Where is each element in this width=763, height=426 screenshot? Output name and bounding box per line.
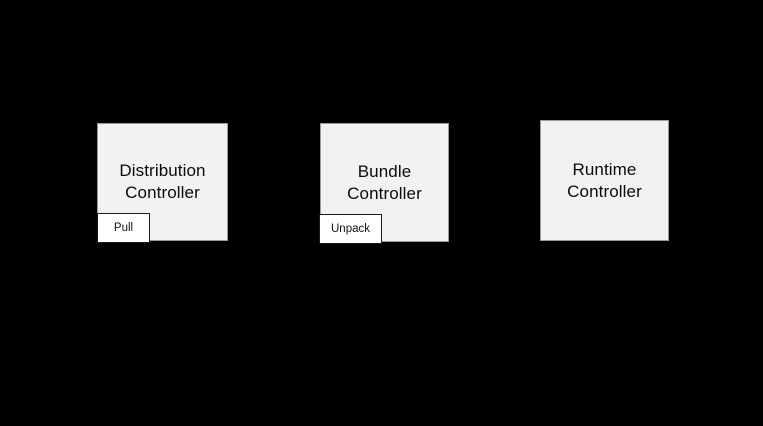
subbox-unpack-label: Unpack xyxy=(331,223,370,235)
node-runtime-controller-title-line2: Controller xyxy=(567,181,642,201)
node-bundle-controller-label: Bundle Controller xyxy=(321,124,448,241)
node-runtime-controller-label: Runtime Controller xyxy=(541,121,668,240)
node-distribution-controller-title-line2: Controller xyxy=(125,183,200,202)
node-distribution-controller-title-line1: Distribution xyxy=(119,161,206,180)
node-bundle-controller-title-line1: Bundle xyxy=(357,161,412,181)
node-distribution-controller-label: Distribution Controller xyxy=(98,124,227,240)
subbox-pull[interactable]: Pull xyxy=(97,213,150,243)
subbox-pull-label: Pull xyxy=(113,222,134,234)
node-runtime-controller[interactable]: Runtime Controller xyxy=(540,120,669,241)
node-runtime-controller-title-line1: Runtime xyxy=(572,159,637,179)
node-bundle-controller-title-line2: Controller xyxy=(347,183,422,203)
subbox-unpack[interactable]: Unpack xyxy=(319,214,382,244)
